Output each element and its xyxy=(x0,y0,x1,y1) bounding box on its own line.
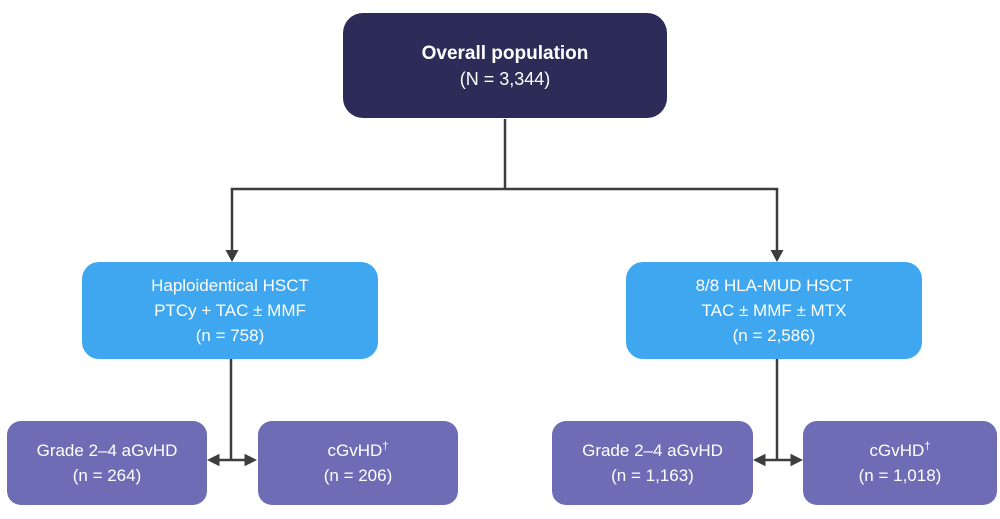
arrowhead-left-to-agvhd xyxy=(207,453,220,467)
arrowhead-right-to-cgvhd xyxy=(244,453,257,467)
node-cgvhd-haplo: cGvHD† (n = 206) xyxy=(258,421,458,505)
node-label: Grade 2–4 aGvHD xyxy=(36,441,178,460)
node-hla-mud-hsct: 8/8 HLA-MUD HSCT TAC ± MMF ± MTX (n = 2,… xyxy=(626,262,922,359)
node-haploidentical-hsct: Haploidentical HSCT PTCy + TAC ± MMF (n … xyxy=(82,262,378,359)
node-count: (n = 758) xyxy=(195,326,265,345)
node-grade24-agvhd-haplo: Grade 2–4 aGvHD (n = 264) xyxy=(7,421,207,505)
node-count: (n = 1,018) xyxy=(858,466,942,485)
node-title: Grade 2–4 aGvHD xyxy=(37,438,178,463)
node-regimen: TAC ± MMF ± MTX xyxy=(701,301,847,320)
node-regimen: PTCy + TAC ± MMF xyxy=(154,301,306,320)
arrowhead-down-right xyxy=(770,250,784,262)
node-title: Haploidentical HSCT xyxy=(151,276,309,295)
node-label: Grade 2–4 aGvHD xyxy=(582,441,723,460)
dagger-superscript: † xyxy=(382,440,389,453)
node-title: cGvHD† xyxy=(870,438,931,463)
node-overall-population: Overall population (N = 3,344) xyxy=(343,13,667,118)
dagger-superscript: † xyxy=(924,440,931,453)
arrowhead-left-to-agvhd-mud xyxy=(753,453,766,467)
arrowhead-down-left xyxy=(225,250,239,262)
node-count: (N = 3,344) xyxy=(459,68,551,89)
node-title: 8/8 HLA-MUD HSCT xyxy=(695,276,853,295)
node-cgvhd-mud: cGvHD† (n = 1,018) xyxy=(803,421,997,505)
node-count: (n = 2,586) xyxy=(732,326,816,345)
node-title: cGvHD† xyxy=(328,438,389,463)
node-grade24-agvhd-mud: Grade 2–4 aGvHD (n = 1,163) xyxy=(552,421,753,505)
node-label: cGvHD xyxy=(869,441,925,460)
node-count: (n = 206) xyxy=(323,466,393,485)
node-label: cGvHD xyxy=(327,441,383,460)
node-title: Overall population xyxy=(421,42,589,64)
node-title: Grade 2–4 aGvHD xyxy=(582,438,723,463)
node-count: (n = 264) xyxy=(72,466,142,485)
node-count: (n = 1,163) xyxy=(611,466,694,485)
arrowhead-right-to-cgvhd-mud xyxy=(790,453,803,467)
